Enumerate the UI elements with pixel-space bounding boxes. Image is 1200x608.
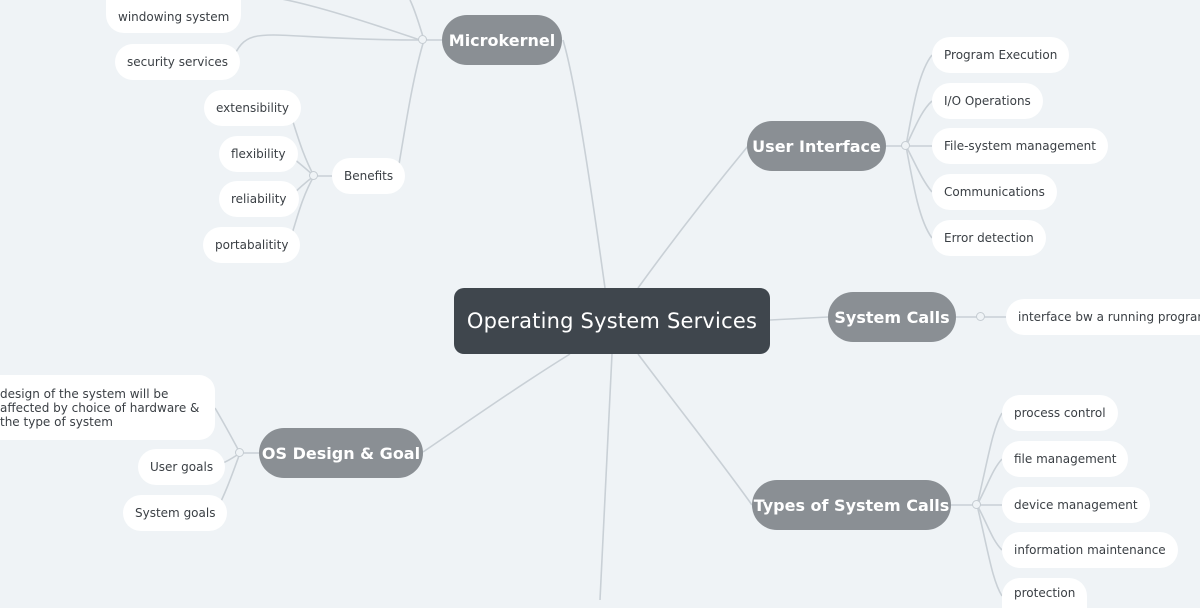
- benefit-flexibility[interactable]: flexibility: [219, 136, 298, 172]
- os-design-item-user-goals[interactable]: User goals: [138, 449, 226, 485]
- root-node[interactable]: Operating System Services: [454, 288, 770, 354]
- syscall-type-process-control[interactable]: process control: [1002, 395, 1118, 431]
- os-design-node[interactable]: OS Design & Goal: [259, 428, 423, 478]
- system-calls-node[interactable]: System Calls: [828, 292, 956, 342]
- microkernel-node[interactable]: Microkernel: [442, 15, 562, 65]
- microkernel-item-windowing-system[interactable]: windowing system: [106, 0, 242, 33]
- benefit-reliability[interactable]: reliability: [219, 181, 299, 217]
- ui-item-io-operations[interactable]: I/O Operations: [932, 83, 1043, 119]
- benefits-node[interactable]: Benefits: [332, 158, 406, 194]
- user-interface-node[interactable]: User Interface: [747, 121, 886, 171]
- connector-dot: [972, 500, 981, 509]
- syscall-type-protection[interactable]: protection: [1002, 578, 1088, 608]
- connector-dot: [418, 35, 427, 44]
- os-design-item-hardware[interactable]: design of the system will be affected by…: [0, 375, 215, 440]
- types-of-system-calls-node[interactable]: Types of System Calls: [752, 480, 951, 530]
- syscall-type-device-management[interactable]: device management: [1002, 487, 1150, 523]
- ui-item-file-system-management[interactable]: File-system management: [932, 128, 1108, 164]
- benefit-portabalitity[interactable]: portabalitity: [203, 227, 301, 263]
- syscall-type-information-maintenance[interactable]: information maintenance: [1002, 532, 1178, 568]
- system-calls-item-interface[interactable]: interface bw a running program & OS: [1006, 299, 1200, 335]
- ui-item-error-detection[interactable]: Error detection: [932, 220, 1046, 256]
- connector-dot: [235, 448, 244, 457]
- os-design-item-system-goals[interactable]: System goals: [123, 495, 228, 531]
- ui-item-program-execution[interactable]: Program Execution: [932, 37, 1070, 73]
- syscall-type-file-management[interactable]: file management: [1002, 441, 1129, 477]
- benefit-extensibility[interactable]: extensibility: [204, 90, 301, 126]
- microkernel-item-security-services[interactable]: security services: [115, 44, 240, 80]
- connector-dot: [309, 171, 318, 180]
- connector-dot: [976, 312, 985, 321]
- connector-dot: [901, 141, 910, 150]
- ui-item-communications[interactable]: Communications: [932, 174, 1057, 210]
